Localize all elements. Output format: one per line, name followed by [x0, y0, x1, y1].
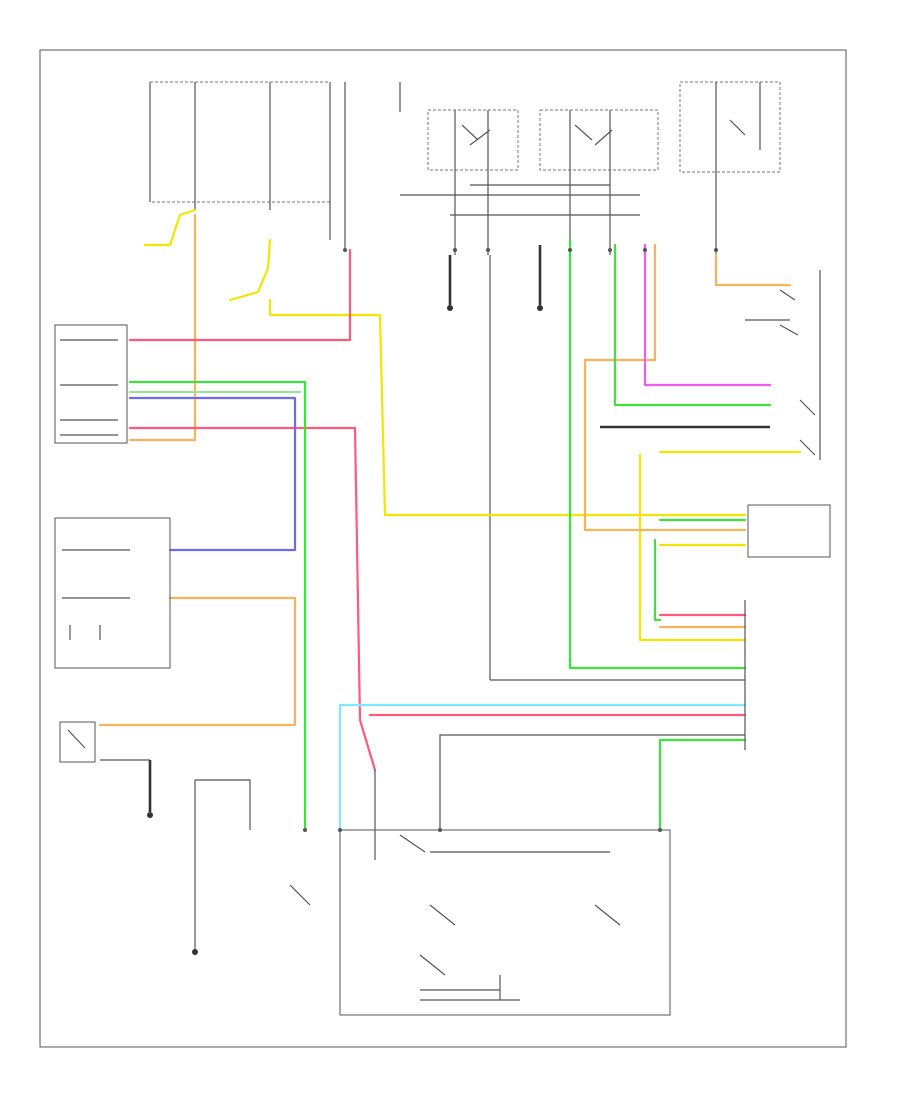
wire-cyan-bcm [338, 703, 747, 832]
hazard-switch [192, 779, 311, 955]
fuse-relay-right [679, 81, 781, 255]
wire-orange-top-right [714, 253, 792, 287]
wire-orange-fuse-feed [128, 213, 197, 442]
relay-box-2 [539, 109, 659, 255]
switch-right-4 [799, 439, 816, 456]
relay-box-1 [427, 109, 519, 255]
ground-point-2 [537, 305, 543, 311]
ground-point-3 [147, 812, 153, 818]
wire-blue-cluster [128, 396, 297, 552]
underhood-fuse-block [149, 81, 401, 250]
wire-green-right [613, 243, 772, 407]
connector-terminals [303, 248, 718, 832]
wire-red-long [128, 426, 377, 772]
switch-right-3 [799, 399, 816, 416]
wire-yellow-long [268, 298, 747, 517]
passenger-module-right [747, 504, 831, 558]
wire-green-lan [568, 238, 747, 670]
cornering-lamp-switch [59, 721, 96, 763]
wire-yellow-drop [638, 453, 747, 642]
instrument-panel-cluster [54, 517, 171, 669]
wire-violet-right [643, 243, 772, 387]
wire-yellow-engine-harness [143, 208, 197, 247]
headlamp-control-module [54, 324, 128, 444]
wire-orange-right [583, 243, 747, 532]
wire-black-lower [439, 734, 745, 830]
turn-signal-multifunction-switch [339, 770, 671, 1016]
switch-right-1 [779, 289, 796, 301]
wire-green-flash [128, 380, 307, 832]
switch-right-2 [779, 324, 799, 336]
wire-orange-cluster [98, 596, 297, 727]
wire-yellow-splice [228, 238, 272, 302]
wire-green-lower [658, 738, 747, 832]
diagram-frame [39, 49, 847, 1048]
wire-red-battery [128, 248, 352, 342]
ground-point-1 [447, 305, 453, 311]
wire-green-drop [653, 538, 662, 622]
